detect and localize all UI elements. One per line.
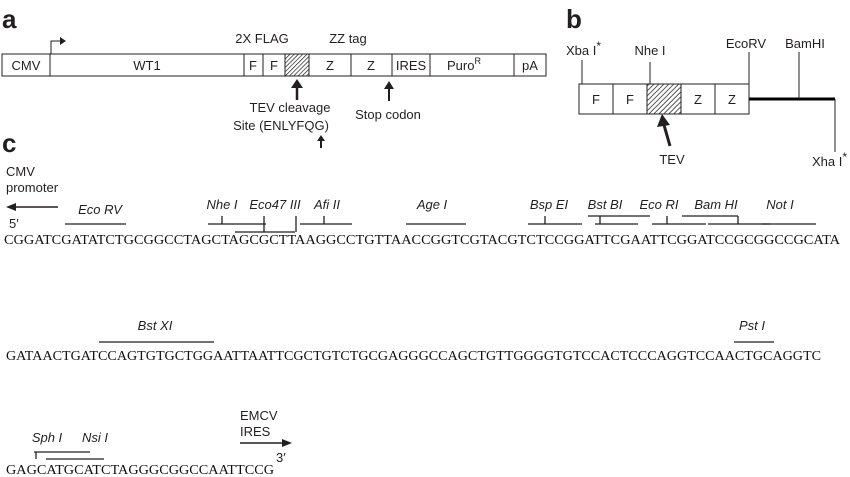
- sequence-line-1: CGGATCGATATCTGCGGCCTAGCTAGCGCTTAAGGCCTGT…: [4, 232, 840, 247]
- site-afi-ii: Afi II: [313, 197, 340, 212]
- b-tev-arrow-shaft: [662, 124, 672, 147]
- site-nsi-i: Nsi I: [82, 430, 108, 445]
- nhe-label: Nhe I: [634, 43, 665, 58]
- panel-c-label: c: [2, 128, 16, 158]
- segment-pa-label: pA: [522, 58, 538, 73]
- xba-top-label: Xba I*: [566, 39, 601, 58]
- promoter-arrow-icon: [50, 40, 60, 54]
- b-segment-flag-2: [612, 83, 648, 115]
- cmv-promoter-label-1: CMV: [6, 164, 35, 179]
- sequence-line-3: GAGCATGCATCTAGGGCGGCCAATTCCG: [6, 462, 274, 477]
- b-z-1-label: Z: [694, 92, 702, 107]
- segment-cmv-label: CMV: [12, 58, 41, 73]
- site-nhe-i: Nhe I: [206, 197, 237, 212]
- tev-cleavage-label-2: Site (ENLYFQG): [233, 118, 329, 133]
- site-bst-xi: Bst XI: [138, 318, 173, 333]
- emcv-label-2: IRES: [240, 424, 271, 439]
- segment-wt1-label: WT1: [133, 58, 160, 73]
- xba-top-text: Xba I: [566, 43, 596, 58]
- panel-a-label: a: [2, 4, 17, 34]
- site-sph-i: Sph I: [32, 430, 63, 445]
- five-prime-label: 5′: [9, 216, 19, 231]
- tev-cleavage-label-1: TEV cleavage: [250, 100, 331, 115]
- segment-puro-label: PuroR: [447, 56, 481, 73]
- puro-text: Puro: [447, 58, 474, 73]
- tev-small-arrow-icon: [317, 135, 325, 141]
- xba-top-asterisk: *: [596, 39, 601, 53]
- site-bam-hi: Bam HI: [694, 197, 738, 212]
- site-eco-ri: Eco RI: [639, 197, 678, 212]
- segment-tev-site: [284, 53, 310, 77]
- site-bst-bi: Bst BI: [588, 197, 623, 212]
- stop-arrow-icon: [384, 81, 394, 89]
- sequence-line-2: GATAACTGATCCAGTGTGCTGGAATTAATTCGCTGTCTGC…: [6, 348, 821, 363]
- b-segment-tev: [646, 83, 682, 115]
- segment-z-2-label: Z: [367, 58, 375, 73]
- bamhi-label: BamHI: [785, 36, 825, 51]
- xba-bottom-label: Xha I*: [812, 150, 847, 169]
- b-segment-flag-1: [578, 83, 614, 115]
- tev-arrow-icon: [291, 79, 303, 88]
- zz-tag-label: ZZ tag: [329, 31, 367, 46]
- ecorv-label: EcoRV: [726, 36, 767, 51]
- construct-map-b: F F Z Z: [578, 52, 836, 152]
- b-z-2-label: Z: [728, 92, 736, 107]
- panel-b-label: b: [566, 4, 582, 34]
- site-eco-rv: Eco RV: [78, 202, 123, 217]
- segment-z-1-label: Z: [326, 58, 334, 73]
- emcv-arrow-icon: [282, 439, 292, 447]
- cmv-promoter-label-2: promoter: [6, 180, 59, 195]
- site-markers-line-1: [65, 215, 816, 233]
- site-eco47-iii: Eco47 III: [249, 197, 301, 212]
- b-flag-1-label: F: [592, 92, 600, 107]
- segment-ires-label: IRES: [396, 58, 427, 73]
- site-markers-line-3: [34, 451, 104, 460]
- site-not-i: Not I: [766, 197, 794, 212]
- b-tev-label: TEV: [659, 152, 685, 167]
- segment-pa: [513, 53, 547, 77]
- restriction-sites-line-1: Eco RV Nhe I Eco47 III Afi II Age I Bsp …: [78, 197, 794, 217]
- b-flag-2-label: F: [626, 92, 634, 107]
- xba-bottom-asterisk: *: [842, 150, 847, 164]
- site-age-i: Age I: [416, 197, 448, 212]
- three-prime-label: 3′: [276, 450, 286, 465]
- stop-codon-label: Stop codon: [355, 107, 421, 122]
- site-pst-i: Pst I: [739, 318, 765, 333]
- b-segment-z-2: [714, 83, 750, 115]
- xba-bottom-text: Xha I: [812, 154, 842, 169]
- flag-label: 2X FLAG: [235, 31, 288, 46]
- cmv-arrow-icon: [6, 203, 16, 211]
- puro-superscript: R: [474, 56, 481, 66]
- b-tev-arrow-icon: [657, 114, 670, 127]
- emcv-label-1: EMCV: [240, 408, 278, 423]
- segment-flag-1-label: F: [249, 58, 257, 73]
- site-bsp-ei: Bsp EI: [530, 197, 569, 212]
- b-segment-z-1: [680, 83, 716, 115]
- promoter-arrowhead-icon: [60, 37, 66, 45]
- segment-flag-2-label: F: [270, 58, 278, 73]
- construct-map-a: CMV WT1 F F Z Z IRES PuroR pA: [1, 37, 547, 77]
